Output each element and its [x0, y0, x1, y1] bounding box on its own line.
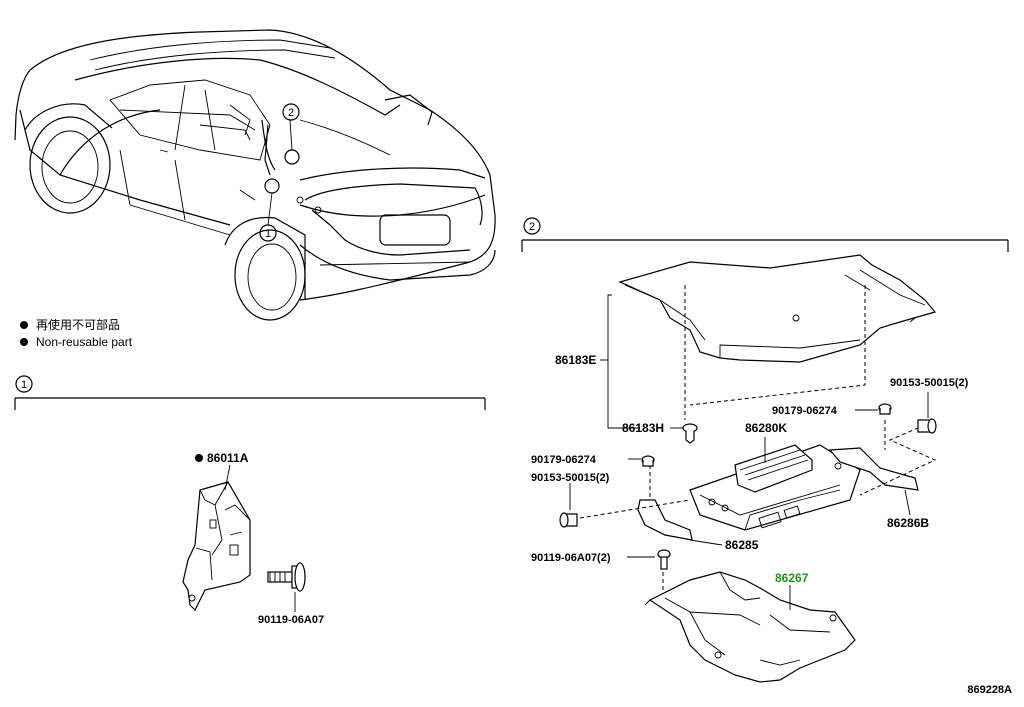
- non-reusable-bullet-icon: [20, 321, 28, 329]
- module-86011A-drawing[interactable]: [182, 481, 251, 612]
- part-label-86011A[interactable]: 86011A: [195, 451, 249, 465]
- svg-text:1: 1: [265, 228, 271, 240]
- legend-jp: 再使用不可部品: [36, 317, 120, 332]
- part-label-86285[interactable]: 86285: [725, 538, 759, 552]
- nut-90179-06274-left-drawing[interactable]: [641, 455, 655, 467]
- non-reusable-bullet-icon: [195, 454, 203, 462]
- part-label-86183E[interactable]: 86183E: [555, 353, 596, 367]
- clip-86183H-drawing[interactable]: [682, 423, 698, 444]
- part-label-86267[interactable]: 86267: [775, 571, 809, 585]
- bolt-90119-06A07-2-drawing[interactable]: [657, 549, 671, 570]
- diagram-id: 869228A: [967, 684, 1012, 696]
- part-label-90119-06A07[interactable]: 90119-06A07: [258, 614, 324, 626]
- non-reusable-bullet-icon: [20, 338, 28, 346]
- nut-90179-06274-right-drawing[interactable]: [878, 403, 892, 415]
- section-1-header: 1: [14, 375, 486, 410]
- legend: 再使用不可部品 Non-reusable part: [20, 317, 133, 349]
- vehicle-callout-2[interactable]: 2: [282, 103, 300, 121]
- bracket-86285-drawing[interactable]: [637, 499, 693, 541]
- part-label-86280K[interactable]: 86280K: [745, 421, 787, 435]
- vehicle-illustration: [14, 29, 496, 321]
- ecu-86280K-drawing[interactable]: [689, 444, 861, 531]
- part-label-90153-50015-right[interactable]: 90153-50015(2): [890, 377, 969, 389]
- svg-text:86011A: 86011A: [207, 451, 249, 465]
- bolt-90153-50015-left-drawing[interactable]: [559, 512, 578, 528]
- svg-text:1: 1: [21, 379, 27, 391]
- cover-86267-drawing[interactable]: [644, 571, 856, 683]
- svg-text:2: 2: [288, 107, 294, 119]
- vehicle-callout-1[interactable]: 1: [259, 224, 277, 242]
- part-label-90119-06A07-2[interactable]: 90119-06A07(2): [531, 552, 611, 564]
- part-label-90179-06274-right[interactable]: 90179-06274: [772, 405, 838, 417]
- part-label-90153-50015-left[interactable]: 90153-50015(2): [531, 472, 610, 484]
- bracket-86286B-drawing[interactable]: [828, 447, 919, 491]
- section-2-header: 2: [521, 217, 1009, 252]
- part-label-86286B[interactable]: 86286B: [887, 516, 929, 530]
- svg-text:2: 2: [529, 221, 535, 233]
- cover-86183E-drawing[interactable]: [618, 254, 937, 363]
- part-label-90179-06274-left[interactable]: 90179-06274: [531, 454, 597, 466]
- legend-en: Non-reusable part: [36, 335, 133, 349]
- bolt-90153-50015-right-drawing[interactable]: [917, 418, 937, 434]
- part-label-86183H[interactable]: 86183H: [622, 421, 664, 435]
- bolt-90119-06A07-drawing[interactable]: [267, 562, 306, 592]
